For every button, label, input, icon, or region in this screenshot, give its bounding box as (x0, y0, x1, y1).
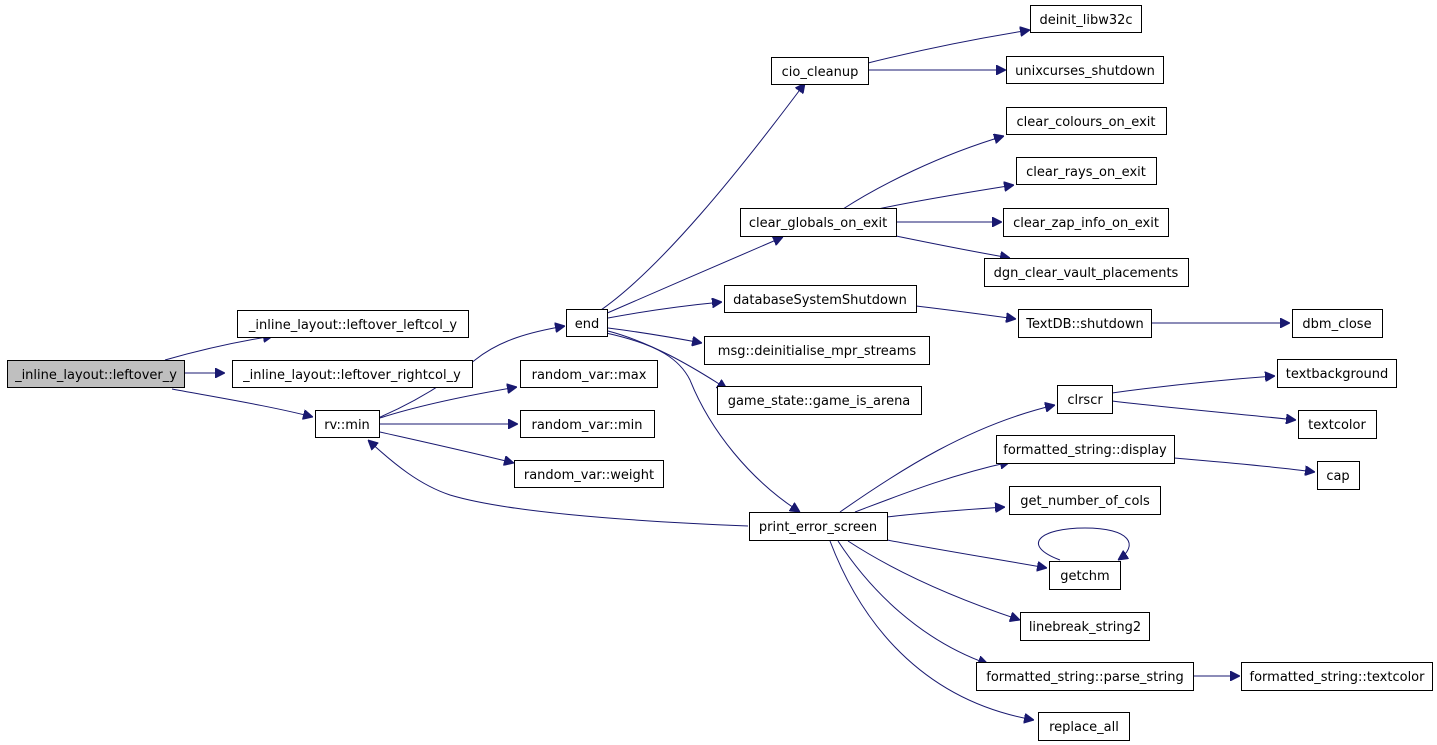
node-random-var-max[interactable]: random_var::max (520, 360, 658, 388)
node-unixcurses-shutdown[interactable]: unixcurses_shutdown (1006, 56, 1164, 84)
svg-text:cap: cap (1326, 469, 1349, 484)
svg-text:linebreak_string2: linebreak_string2 (1029, 620, 1141, 635)
svg-text:_inline_layout::leftover_y: _inline_layout::leftover_y (14, 368, 177, 383)
edge-cio-cleanup-to-deinit-libw32c (867, 30, 1030, 64)
node-end[interactable]: end (566, 309, 608, 337)
node-print-error-screen[interactable]: print_error_screen (749, 512, 888, 541)
node-clear-zap-info-on-exit[interactable]: clear_zap_info_on_exit (1003, 208, 1169, 237)
node-root[interactable]: _inline_layout::leftover_y (7, 360, 185, 388)
node-get-number-of-cols[interactable]: get_number_of_cols (1009, 486, 1161, 515)
node-msg-deinitialise-mpr-streams[interactable]: msg::deinitialise_mpr_streams (704, 336, 930, 365)
edge-clear-globals-to-clear-colours (842, 136, 1004, 210)
edge-rv-min-to-random-var-max (379, 387, 517, 419)
svg-text:clrscr: clrscr (1067, 393, 1103, 408)
node-cio-cleanup[interactable]: cio_cleanup (771, 57, 869, 85)
svg-text:textcolor: textcolor (1308, 418, 1366, 433)
edge-clrscr-to-textcolor (1111, 400, 1296, 420)
node-replace-all[interactable]: replace_all (1038, 712, 1130, 741)
node-formatted-string-textcolor[interactable]: formatted_string::textcolor (1241, 662, 1433, 691)
node-formatted-string-display[interactable]: formatted_string::display (996, 435, 1175, 464)
edge-root-to-rv-min (171, 388, 313, 417)
edge-print-error-screen-to-get-number-of-cols (886, 507, 1005, 518)
edge-clear-globals-to-clear-rays (877, 185, 1014, 210)
svg-text:random_var::min: random_var::min (532, 418, 643, 433)
svg-text:textbackground: textbackground (1286, 367, 1389, 382)
edge-end-to-print-error-screen (605, 332, 800, 512)
svg-text:deinit_libw32c: deinit_libw32c (1039, 13, 1132, 28)
node-linebreak-string2[interactable]: linebreak_string2 (1020, 612, 1150, 641)
node-database-system-shutdown[interactable]: databaseSystemShutdown (724, 285, 917, 313)
node-rv-min[interactable]: rv::min (315, 410, 380, 438)
edge-end-to-msg-deinitialise (607, 327, 702, 343)
svg-text:databaseSystemShutdown: databaseSystemShutdown (733, 293, 907, 308)
svg-text:clear_colours_on_exit: clear_colours_on_exit (1017, 115, 1156, 130)
edge-clrscr-to-textbackground (1111, 376, 1275, 394)
svg-text:get_number_of_cols: get_number_of_cols (1020, 494, 1150, 509)
svg-text:unixcurses_shutdown: unixcurses_shutdown (1015, 64, 1155, 79)
svg-text:_inline_layout::leftover_leftc: _inline_layout::leftover_leftcol_y (248, 318, 457, 333)
node-textdb-shutdown[interactable]: TextDB::shutdown (1018, 309, 1152, 338)
node-textbackground[interactable]: textbackground (1277, 359, 1397, 388)
edge-end-to-game-is-arena (607, 330, 727, 389)
edge-print-error-screen-to-getchm (886, 539, 1047, 568)
svg-text:game_state::game_is_arena: game_state::game_is_arena (728, 394, 911, 409)
svg-text:random_var::weight: random_var::weight (524, 468, 654, 483)
edge-print-error-screen-to-rv-min (368, 440, 749, 527)
edge-clear-globals-to-dgn-clear-vault (895, 235, 1010, 258)
svg-text:TextDB::shutdown: TextDB::shutdown (1025, 317, 1143, 332)
edge-print-error-screen-to-replace-all (829, 540, 1034, 720)
node-textcolor[interactable]: textcolor (1298, 410, 1377, 439)
edge-database-system-shutdown-to-textdb-shutdown (915, 305, 1016, 319)
edge-print-error-screen-to-fs-parse-string (837, 540, 988, 664)
node-clrscr[interactable]: clrscr (1057, 385, 1113, 414)
svg-text:formatted_string::parse_string: formatted_string::parse_string (986, 670, 1183, 685)
node-cap[interactable]: cap (1317, 461, 1360, 490)
edge-end-to-cio-cleanup (597, 83, 805, 313)
edge-print-error-screen-to-clrscr (839, 405, 1055, 513)
svg-text:clear_rays_on_exit: clear_rays_on_exit (1026, 165, 1146, 180)
node-clear-rays-on-exit[interactable]: clear_rays_on_exit (1016, 157, 1157, 185)
svg-text:cio_cleanup: cio_cleanup (782, 65, 859, 80)
svg-text:random_var::max: random_var::max (532, 368, 647, 383)
node-deinit-libw32c[interactable]: deinit_libw32c (1030, 5, 1142, 33)
edge-end-to-database-system-shutdown (607, 302, 722, 319)
node-clear-globals-on-exit[interactable]: clear_globals_on_exit (740, 208, 897, 237)
node-clear-colours-on-exit[interactable]: clear_colours_on_exit (1006, 107, 1167, 135)
node-leftover-rightcol-y[interactable]: _inline_layout::leftover_rightcol_y (232, 360, 473, 388)
svg-text:formatted_string::display: formatted_string::display (1003, 443, 1167, 458)
svg-text:clear_zap_info_on_exit: clear_zap_info_on_exit (1013, 216, 1159, 231)
node-random-var-weight[interactable]: random_var::weight (514, 460, 664, 488)
edge-getchm-self-loop (1037, 527, 1130, 560)
edge-print-error-screen-to-fs-display (854, 462, 1010, 513)
node-leftover-leftcol-y[interactable]: _inline_layout::leftover_leftcol_y (237, 310, 469, 338)
node-random-var-min[interactable]: random_var::min (520, 410, 655, 438)
edge-rv-min-to-end (377, 326, 565, 419)
edge-fs-display-to-cap (1173, 457, 1315, 472)
svg-text:rv::min: rv::min (324, 418, 370, 433)
node-game-is-arena[interactable]: game_state::game_is_arena (717, 386, 922, 415)
svg-text:print_error_screen: print_error_screen (759, 520, 877, 535)
svg-text:dbm_close: dbm_close (1302, 317, 1371, 332)
node-formatted-string-parse-string[interactable]: formatted_string::parse_string (976, 662, 1194, 691)
svg-text:msg::deinitialise_mpr_streams: msg::deinitialise_mpr_streams (718, 344, 917, 359)
svg-text:clear_globals_on_exit: clear_globals_on_exit (749, 216, 887, 231)
svg-text:dgn_clear_vault_placements: dgn_clear_vault_placements (994, 266, 1179, 281)
svg-text:replace_all: replace_all (1049, 720, 1119, 735)
node-dbm-close[interactable]: dbm_close (1292, 309, 1383, 338)
svg-text:formatted_string::textcolor: formatted_string::textcolor (1250, 670, 1426, 685)
svg-text:end: end (575, 317, 600, 332)
edge-end-to-clear-globals-on-exit (604, 237, 783, 315)
edge-rv-min-to-random-var-weight (379, 431, 514, 463)
node-getchm[interactable]: getchm (1049, 561, 1121, 590)
node-dgn-clear-vault-placements[interactable]: dgn_clear_vault_placements (984, 258, 1189, 287)
edge-root-to-leftover-leftcol-y (164, 336, 273, 361)
svg-text:_inline_layout::leftover_right: _inline_layout::leftover_rightcol_y (242, 368, 461, 383)
edge-print-error-screen-to-linebreak-string2 (847, 540, 1020, 620)
svg-text:getchm: getchm (1060, 569, 1109, 584)
